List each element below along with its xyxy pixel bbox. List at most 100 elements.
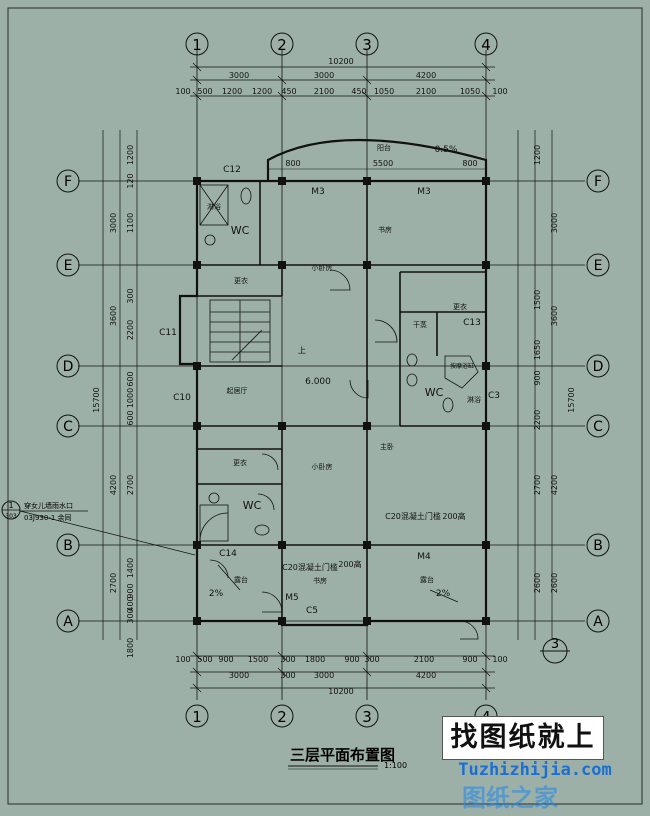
label-master: 主卧: [380, 442, 394, 451]
dim-right-s5: 2700: [533, 475, 542, 495]
dim-top3-7: 1050: [374, 87, 394, 96]
room-labels: M3 M3 C12 WC 淋浴 书房 更衣 小卧房 更衣 C13 干蒸 C11 …: [159, 143, 500, 616]
label-small-room-1: 小卧房: [312, 263, 333, 272]
axis-bubble-3-top: [355, 32, 379, 56]
dim-bot2-3: 4200: [416, 671, 436, 680]
right-dimensions: 15700 3000 3600 4200 2600 1200 1500 1650…: [533, 145, 576, 593]
label-closet-1: 更衣: [234, 276, 248, 285]
label-study-2: 书房: [313, 576, 327, 585]
axis-bubble-1-bottom: [185, 704, 209, 728]
letter-axis-bubbles: F F E E D D C C B B A A: [56, 169, 610, 633]
axis-label-1-bottom: 1: [192, 708, 202, 726]
dimension-lines: [102, 66, 553, 689]
label-c14: C14: [219, 549, 237, 559]
dim-left-s3: 300: [126, 288, 135, 303]
axis-label-2-bottom: 2: [277, 708, 287, 726]
axis-label-b-left: B: [63, 538, 73, 554]
dim-left-s1: 120: [126, 173, 135, 188]
columns: [193, 177, 490, 625]
dim-top3-3: 1200: [252, 87, 272, 96]
dim-right-m2: 4200: [550, 475, 559, 495]
axis-label-3-top: 3: [362, 36, 372, 54]
title-scale: 1:100: [384, 761, 407, 770]
dim-top-total: 10200: [328, 57, 353, 66]
dim-bot1-4: 300: [280, 655, 295, 664]
label-wc-2: WC: [425, 386, 444, 399]
balcony-dimensions: 800 5500 800: [268, 159, 486, 170]
dim-bot2-1: 300: [280, 671, 295, 680]
axis-label-2-top: 2: [277, 36, 287, 54]
dim-top3-6: 450: [351, 87, 366, 96]
detail-text-2: 03J930-1 余同: [24, 513, 72, 522]
dim-left-m1: 3600: [109, 306, 118, 326]
label-c20-2: C20混凝土门槛: [282, 562, 338, 572]
dim-bot1-5: 1800: [305, 655, 325, 664]
dim-left-m0: 3000: [109, 213, 118, 233]
label-slope-left: 2%: [209, 589, 224, 599]
dim-top-b: 3000: [314, 71, 334, 80]
label-elevation: 6.000: [305, 377, 331, 387]
dim-bot1-3: 1500: [248, 655, 268, 664]
axis-label-b-right: B: [593, 538, 603, 554]
grid-lines: [78, 50, 585, 700]
axis-label-a-left: A: [63, 614, 73, 630]
dim-left-s8: 2700: [126, 475, 135, 495]
axis-label-d-right: D: [593, 359, 604, 375]
axis-label-e-left: E: [64, 258, 73, 274]
interior-walls: [197, 181, 486, 621]
door-swings: [209, 269, 479, 640]
dim-left-s10: 900: [126, 583, 135, 598]
label-lounge: 起居厅: [227, 387, 248, 395]
label-up: 上: [298, 346, 306, 355]
dim-left-s5: 600: [126, 371, 135, 386]
label-terrace-right: 露台: [420, 575, 434, 584]
axis-bubble-2-top: [270, 32, 294, 56]
dim-top3-8: 2100: [416, 87, 436, 96]
axis-label-f-right: F: [594, 174, 602, 190]
axis-label-c-right: C: [593, 419, 603, 435]
dim-left-s2: 1100: [126, 213, 135, 233]
dim-top-a: 3000: [229, 71, 249, 80]
dim-top-c: 4200: [416, 71, 436, 80]
dim-bot1-7: 300: [364, 655, 379, 664]
axis-label-1-top: 1: [192, 36, 202, 54]
dim-right-m0: 3000: [550, 213, 559, 233]
dim-balcony-right: 800: [462, 159, 477, 168]
label-c11: C11: [159, 328, 177, 338]
dimension-ticks: [192, 62, 491, 693]
dim-left-s0: 1200: [126, 145, 135, 165]
dim-left-s13: 1800: [126, 638, 135, 658]
axis-label-a-right: A: [593, 614, 603, 630]
dim-right-m3: 2600: [550, 573, 559, 593]
dim-right-s1: 1500: [533, 290, 542, 310]
dim-bottom-total: 10200: [328, 687, 353, 696]
dim-top3-2: 1200: [222, 87, 242, 96]
slope-arrows: [217, 564, 459, 603]
watermark: 找图纸就上 Tuzhizhijia.com 图纸之家: [442, 716, 632, 812]
watermark-slogan: 图纸之家: [462, 784, 558, 812]
fixtures: [199, 184, 479, 542]
label-m4: M4: [417, 552, 431, 562]
dim-right-m1: 3600: [550, 306, 559, 326]
dim-left-s9: 1400: [126, 558, 135, 578]
label-terrace-left: 露台: [234, 575, 248, 584]
dim-left-s12: 300: [126, 608, 135, 623]
dim-bot1-9: 900: [462, 655, 477, 664]
section-mark-label: 3: [551, 637, 559, 652]
balcony-arc-wall: [266, 138, 488, 181]
bottom-dimensions: 100 500 900 1500 300 1800 900 300 2100 9…: [175, 655, 507, 696]
dim-top3-1: 500: [197, 87, 212, 96]
dim-top3-5: 2100: [314, 87, 334, 96]
label-m5: M5: [285, 593, 299, 603]
label-balcony: 阳台: [377, 143, 391, 152]
label-c20-1-height: 200高: [442, 511, 465, 521]
label-dry: 干蒸: [413, 320, 427, 329]
axis-label-e-right: E: [594, 258, 603, 274]
dim-left-total: 15700: [92, 387, 101, 412]
axis-bubble-2-bottom: [270, 704, 294, 728]
label-balcony-slope: 0.5%: [435, 145, 458, 155]
label-c13: C13: [463, 318, 481, 328]
staircase: [209, 299, 271, 363]
label-closet-2: 更衣: [453, 302, 467, 311]
